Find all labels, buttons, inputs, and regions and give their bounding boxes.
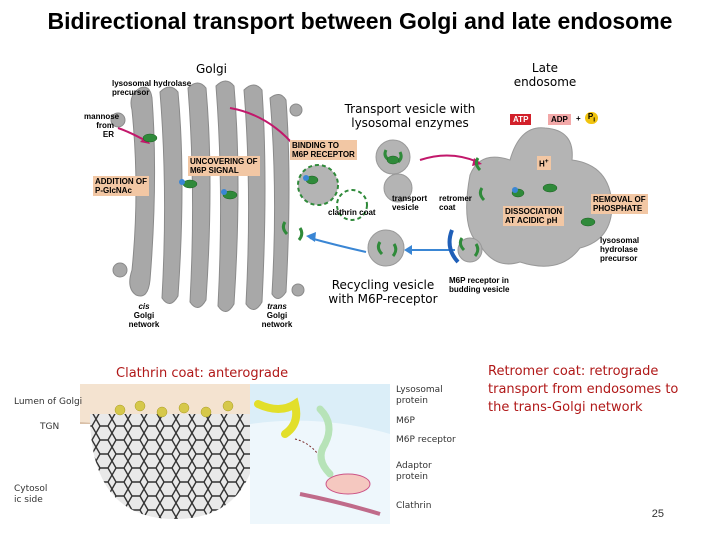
addition-box: ADDITION OF P-GlcNAc [93,176,149,196]
dissociation-box: DISSOCIATION AT ACIDIC pH [503,206,565,226]
clathrin-coat-illustration [80,384,390,524]
trans-golgi-label: trans Golgi network [261,302,293,329]
transport-vesicle-label: Transport vesicle with lysosomal enzymes [344,102,476,130]
cis-golgi-label: cis Golgi network [128,302,160,329]
clathrin-heading: Clathrin coat: anterograde [116,366,289,381]
clathrin-label: Clathrin [396,501,432,511]
adaptor-protein-label: Adaptor protein [396,461,432,482]
late-endosome-label: Late endosome [513,61,577,89]
slide-title: Bidirectional transport between Golgi an… [47,8,673,34]
tgn-label: TGN [40,422,60,432]
plus-sign: + [576,114,581,123]
h-plus-badge: H+ [537,156,551,170]
cytosol-label: Cytosol ic side [14,484,48,505]
transport-diagram [110,80,613,312]
lysosomal-protein-label: Lysosomal protein [396,385,443,406]
retromer-text: Retromer coat: retrograde transport from… [488,364,679,415]
binding-box: BINDING TO M6P RECEPTOR [290,140,357,160]
transport-vesicle-mid [383,173,413,203]
lumen-label: Lumen of Golgi [14,397,83,407]
removal-box: REMOVAL OF PHOSPHATE [591,194,648,214]
pi-badge: Pi [585,112,598,124]
m6p-receptor-budding-label: M6P receptor in budding vesicle [449,276,510,294]
m6p-label: M6P [396,416,415,426]
transport-vesicle-small-label: transport vesicle [392,194,428,212]
adp-badge: ADP [548,114,571,125]
uncovering-box: UNCOVERING OF M6P SIGNAL [188,156,260,176]
atp-badge: ATP [510,114,532,125]
golgi-stack [110,80,305,312]
page-number: 25 [651,508,664,520]
retromer-coat-label: retromer coat [439,194,472,212]
recycling-vesicle-label: Recycling vesicle with M6P-receptor [328,278,438,306]
clathrin-coat-label: clathrin coat [328,208,376,217]
recycling-vesicle [367,229,405,267]
hydrolase-precursor-right-label: lysosomal hydrolase precursor [600,236,640,263]
m6p-receptor-label: M6P receptor [396,435,456,445]
mannose-label: mannose from ER [84,112,120,139]
golgi-label: Golgi [196,62,227,76]
hydrolase-precursor-label: lysosomal hydrolase precursor [112,79,192,97]
